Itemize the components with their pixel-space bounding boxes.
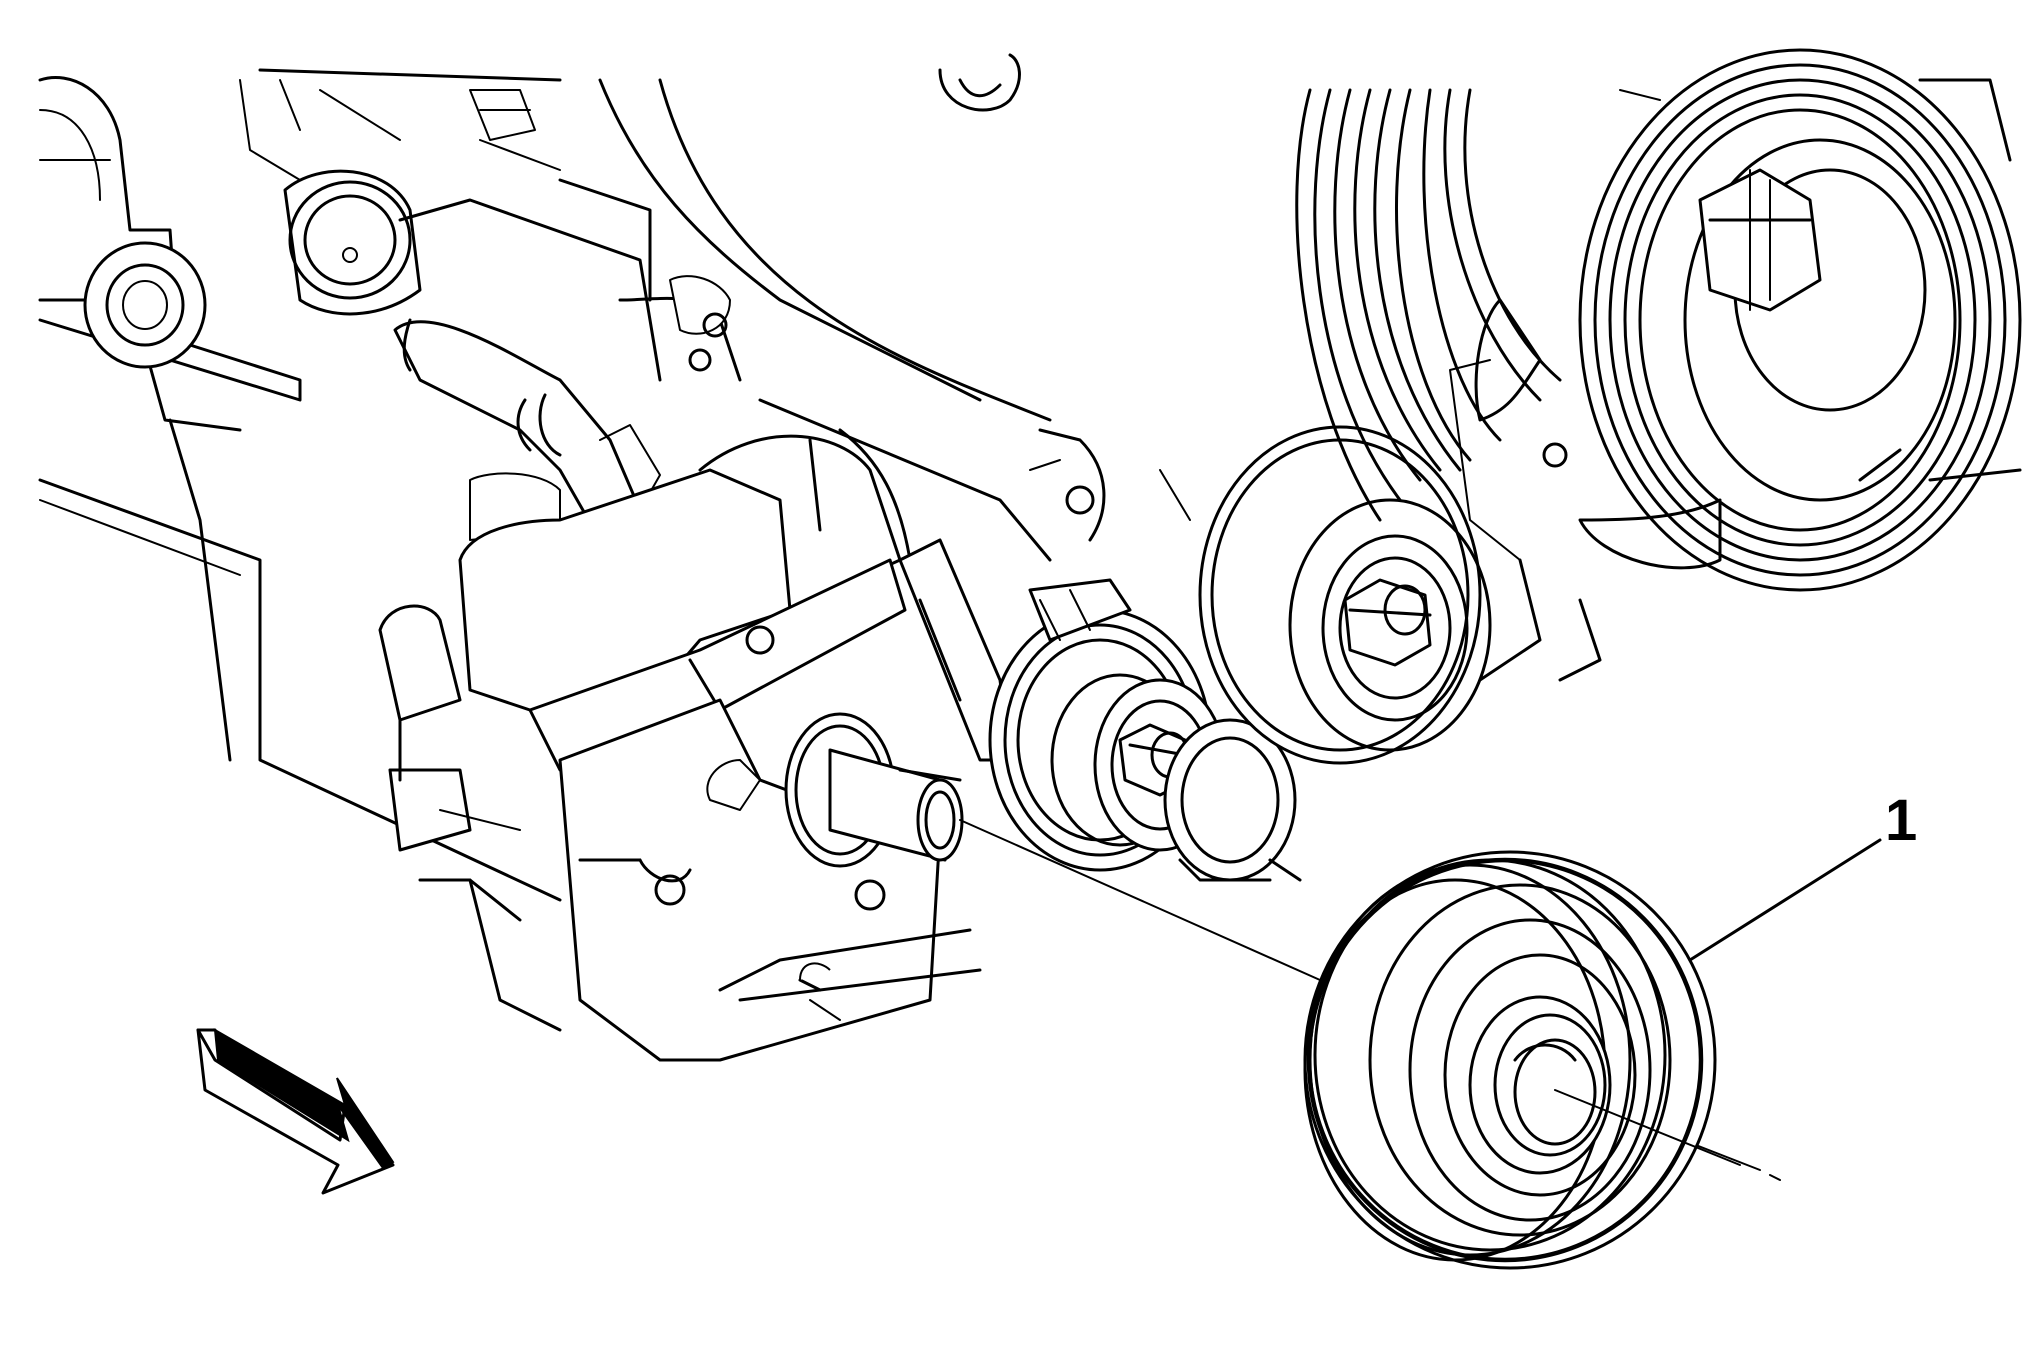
- upper-idler-pulley: [1198, 425, 1492, 765]
- callout-1-leader: [1688, 838, 1882, 962]
- mount-boss-left: [83, 241, 207, 369]
- pump-shaft: [784, 712, 964, 868]
- engine-block-center: [598, 53, 1191, 562]
- crankshaft-balancer: [1295, 48, 2022, 682]
- lower-idler-ring: [1163, 718, 1302, 882]
- power-steering-pump-pulley: [1303, 850, 1741, 1270]
- callout-1-label: 1: [1885, 788, 1917, 853]
- callout-1: 1: [1688, 788, 1917, 962]
- power-steering-pump: [378, 428, 982, 1062]
- engine-block-left: [38, 68, 562, 902]
- view-direction-arrow-icon: [196, 1028, 395, 1195]
- coolant-outlet-housing: [283, 139, 662, 382]
